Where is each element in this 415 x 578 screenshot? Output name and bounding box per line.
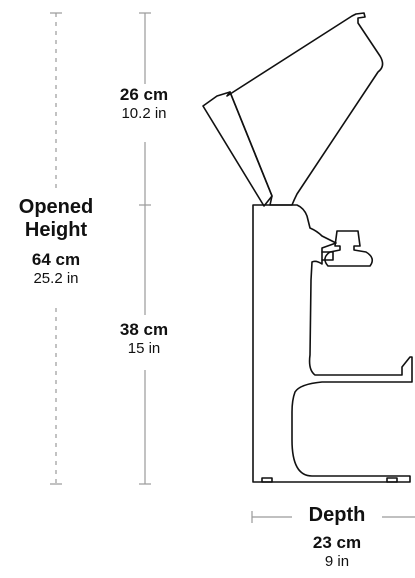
foot-front — [261, 477, 273, 483]
main-body — [252, 204, 413, 483]
foot-back — [386, 477, 398, 483]
opened-height-title-line2: Height — [24, 219, 88, 241]
bottom-section-label: 38 cm 15 in — [95, 320, 193, 357]
section-dimension-line — [139, 12, 151, 485]
depth-title: Depth — [308, 504, 366, 526]
opened-height-label: Opened Height 64 cm 25.2 in — [2, 196, 110, 287]
bottom-section-imperial: 15 in — [127, 339, 161, 357]
top-section-imperial: 10.2 in — [121, 104, 167, 122]
spout — [321, 251, 334, 261]
appliance-outline — [202, 12, 413, 483]
opened-height-title-line1: Opened — [18, 196, 94, 218]
bottom-section-metric: 38 cm — [119, 320, 169, 339]
depth-metric: 23 cm — [312, 533, 362, 552]
depth-dimension-line — [251, 511, 415, 523]
top-section-metric: 26 cm — [119, 85, 169, 104]
depth-imperial: 9 in — [324, 552, 350, 570]
opened-height-imperial: 25.2 in — [33, 269, 79, 287]
lid-hinge-strip — [202, 91, 273, 207]
opened-height-metric: 64 cm — [31, 250, 81, 269]
opened-lid — [226, 12, 384, 206]
depth-label: Depth 23 cm 9 in — [288, 504, 386, 570]
top-section-label: 26 cm 10.2 in — [95, 85, 193, 122]
tap-knob — [324, 230, 374, 267]
opened-height-dimension-line — [50, 12, 62, 485]
